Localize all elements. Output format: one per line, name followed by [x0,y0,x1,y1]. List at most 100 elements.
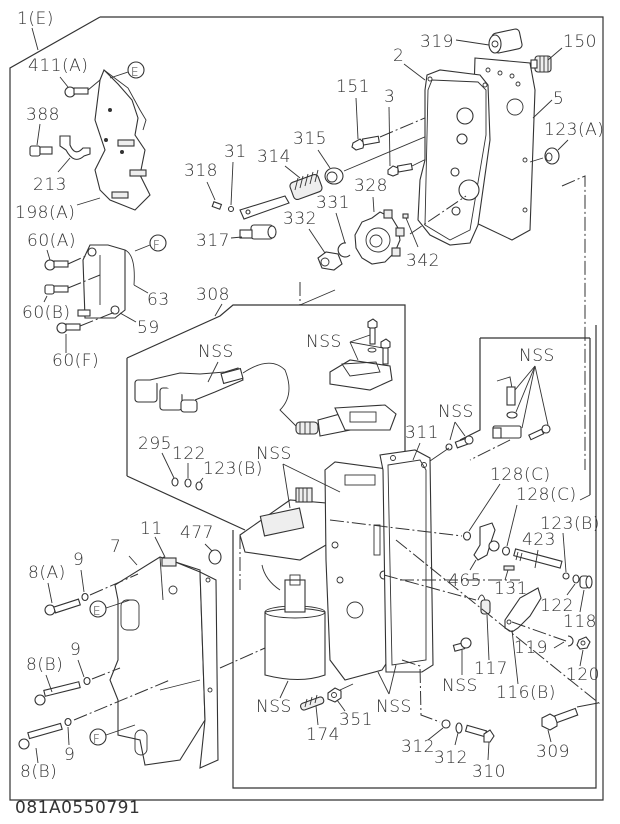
label-317[interactable]: 317 [196,231,230,251]
bolt-388[interactable] [29,145,53,157]
nss-bolt-label[interactable]: NSS [442,676,478,696]
wire-harness[interactable] [134,362,299,429]
bolt-60A[interactable] [44,259,69,271]
washer-312-a[interactable] [441,719,451,729]
lever-465[interactable] [473,522,500,561]
label-8B-lower[interactable]: 8(B) [20,762,57,782]
label-319[interactable]: 319 [420,32,454,52]
label-9-middle[interactable]: 9 [70,640,81,660]
label-318[interactable]: 318 [184,161,218,181]
nss-bottom-label[interactable]: NSS [376,697,412,717]
bolt-151[interactable] [351,135,380,151]
clamp-213[interactable] [59,135,91,160]
cover-plate[interactable] [329,359,393,391]
label-60A[interactable]: 60(A) [27,231,76,251]
cap-477[interactable] [208,549,222,565]
clip-119[interactable] [567,635,574,647]
label-295[interactable]: 295 [138,434,172,454]
nss-harness-label[interactable]: NSS [198,342,234,362]
washer-123A[interactable] [544,147,560,165]
plate-screws[interactable] [367,318,391,365]
label-331[interactable]: 331 [316,193,350,213]
bolt-310[interactable] [464,724,495,743]
label-9-upper[interactable]: 9 [73,550,84,570]
washer-31[interactable] [227,205,235,213]
nss-311-label[interactable]: NSS [438,402,474,422]
washer-295[interactable] [171,477,179,487]
bolt-3[interactable] [387,162,413,177]
washer-312-b[interactable] [455,722,463,734]
label-9-lower[interactable]: 9 [64,745,75,765]
bolt-8A[interactable] [44,598,81,616]
label-60F[interactable]: 60(F) [52,351,99,371]
label-60B[interactable]: 60(B) [22,303,71,323]
stud-174[interactable] [299,694,325,711]
shaft-423[interactable] [513,548,563,569]
label-116B[interactable]: 116(B) [496,683,556,703]
label-122-left[interactable]: 122 [172,444,206,464]
o-ring-123B-right[interactable] [562,572,570,580]
label-312-a[interactable]: 312 [401,737,435,757]
right-nss-hardware[interactable] [492,376,551,441]
washer-128C-2[interactable] [501,546,511,556]
gasket-11[interactable] [161,556,219,769]
pin-342[interactable] [402,213,409,219]
label-5[interactable]: 5 [553,89,564,109]
label-198A[interactable]: 198(A) [15,203,75,223]
label-342[interactable]: 342 [406,251,440,271]
connector-mark-F-cover[interactable]: F [89,728,107,746]
washer-9-upper[interactable] [81,592,89,602]
label-118[interactable]: 118 [563,612,597,632]
label-8A[interactable]: 8(A) [28,563,66,583]
label-117[interactable]: 117 [474,659,508,679]
screw-311-nss[interactable] [445,435,474,451]
washer-122-right[interactable] [572,574,580,584]
bracket-198A[interactable] [94,69,151,211]
spring-314[interactable] [289,169,323,201]
washer-9-lower[interactable] [64,717,72,727]
label-315[interactable]: 315 [293,129,327,149]
gasket-311[interactable] [379,449,434,673]
label-411A[interactable]: 411(A) [28,56,88,76]
label-3[interactable]: 3 [384,87,395,107]
housing-2[interactable] [417,69,491,246]
bolt-60F[interactable] [56,322,81,334]
bolt-8B-lower[interactable] [18,722,63,750]
plug-150[interactable] [530,55,552,73]
label-477[interactable]: 477 [180,523,214,543]
label-59[interactable]: 59 [137,318,160,338]
label-328[interactable]: 328 [354,176,388,196]
bushing-315[interactable] [324,167,344,185]
nss-right-group-label[interactable]: NSS [519,346,555,366]
bolt-nss-lower[interactable] [452,637,472,652]
bolt-411A[interactable] [64,86,89,98]
label-423[interactable]: 423 [522,530,556,550]
connector-mark-F-top[interactable]: F [149,234,167,252]
label-314[interactable]: 314 [257,147,291,167]
bolt-8B-middle[interactable] [34,681,81,706]
label-123B-left[interactable]: 123(B) [203,459,263,479]
label-123A[interactable]: 123(A) [544,120,604,140]
label-128C-2[interactable]: 128(C) [516,485,577,505]
label-351[interactable]: 351 [339,710,373,730]
label-2[interactable]: 2 [393,46,404,66]
plug-319[interactable] [488,28,523,54]
bolt-60B[interactable] [44,284,69,295]
nut-351[interactable] [327,687,342,703]
label-332[interactable]: 332 [283,209,317,229]
label-309[interactable]: 309 [536,742,570,762]
label-151[interactable]: 151 [336,77,370,97]
housing-63[interactable] [82,244,135,319]
label-465[interactable]: 465 [448,571,482,591]
label-7[interactable]: 7 [110,537,121,557]
label-388[interactable]: 388 [26,105,60,125]
nss-actuator-label[interactable]: NSS [256,444,292,464]
label-213[interactable]: 213 [33,175,67,195]
label-311[interactable]: 311 [405,423,439,443]
pin-131[interactable] [503,565,515,571]
label-174[interactable]: 174 [306,725,340,745]
label-123B-right[interactable]: 123(B) [540,514,600,534]
washer-128C-1[interactable] [462,531,472,541]
actuator-controller[interactable] [239,487,353,561]
label-11[interactable]: 11 [140,519,163,539]
